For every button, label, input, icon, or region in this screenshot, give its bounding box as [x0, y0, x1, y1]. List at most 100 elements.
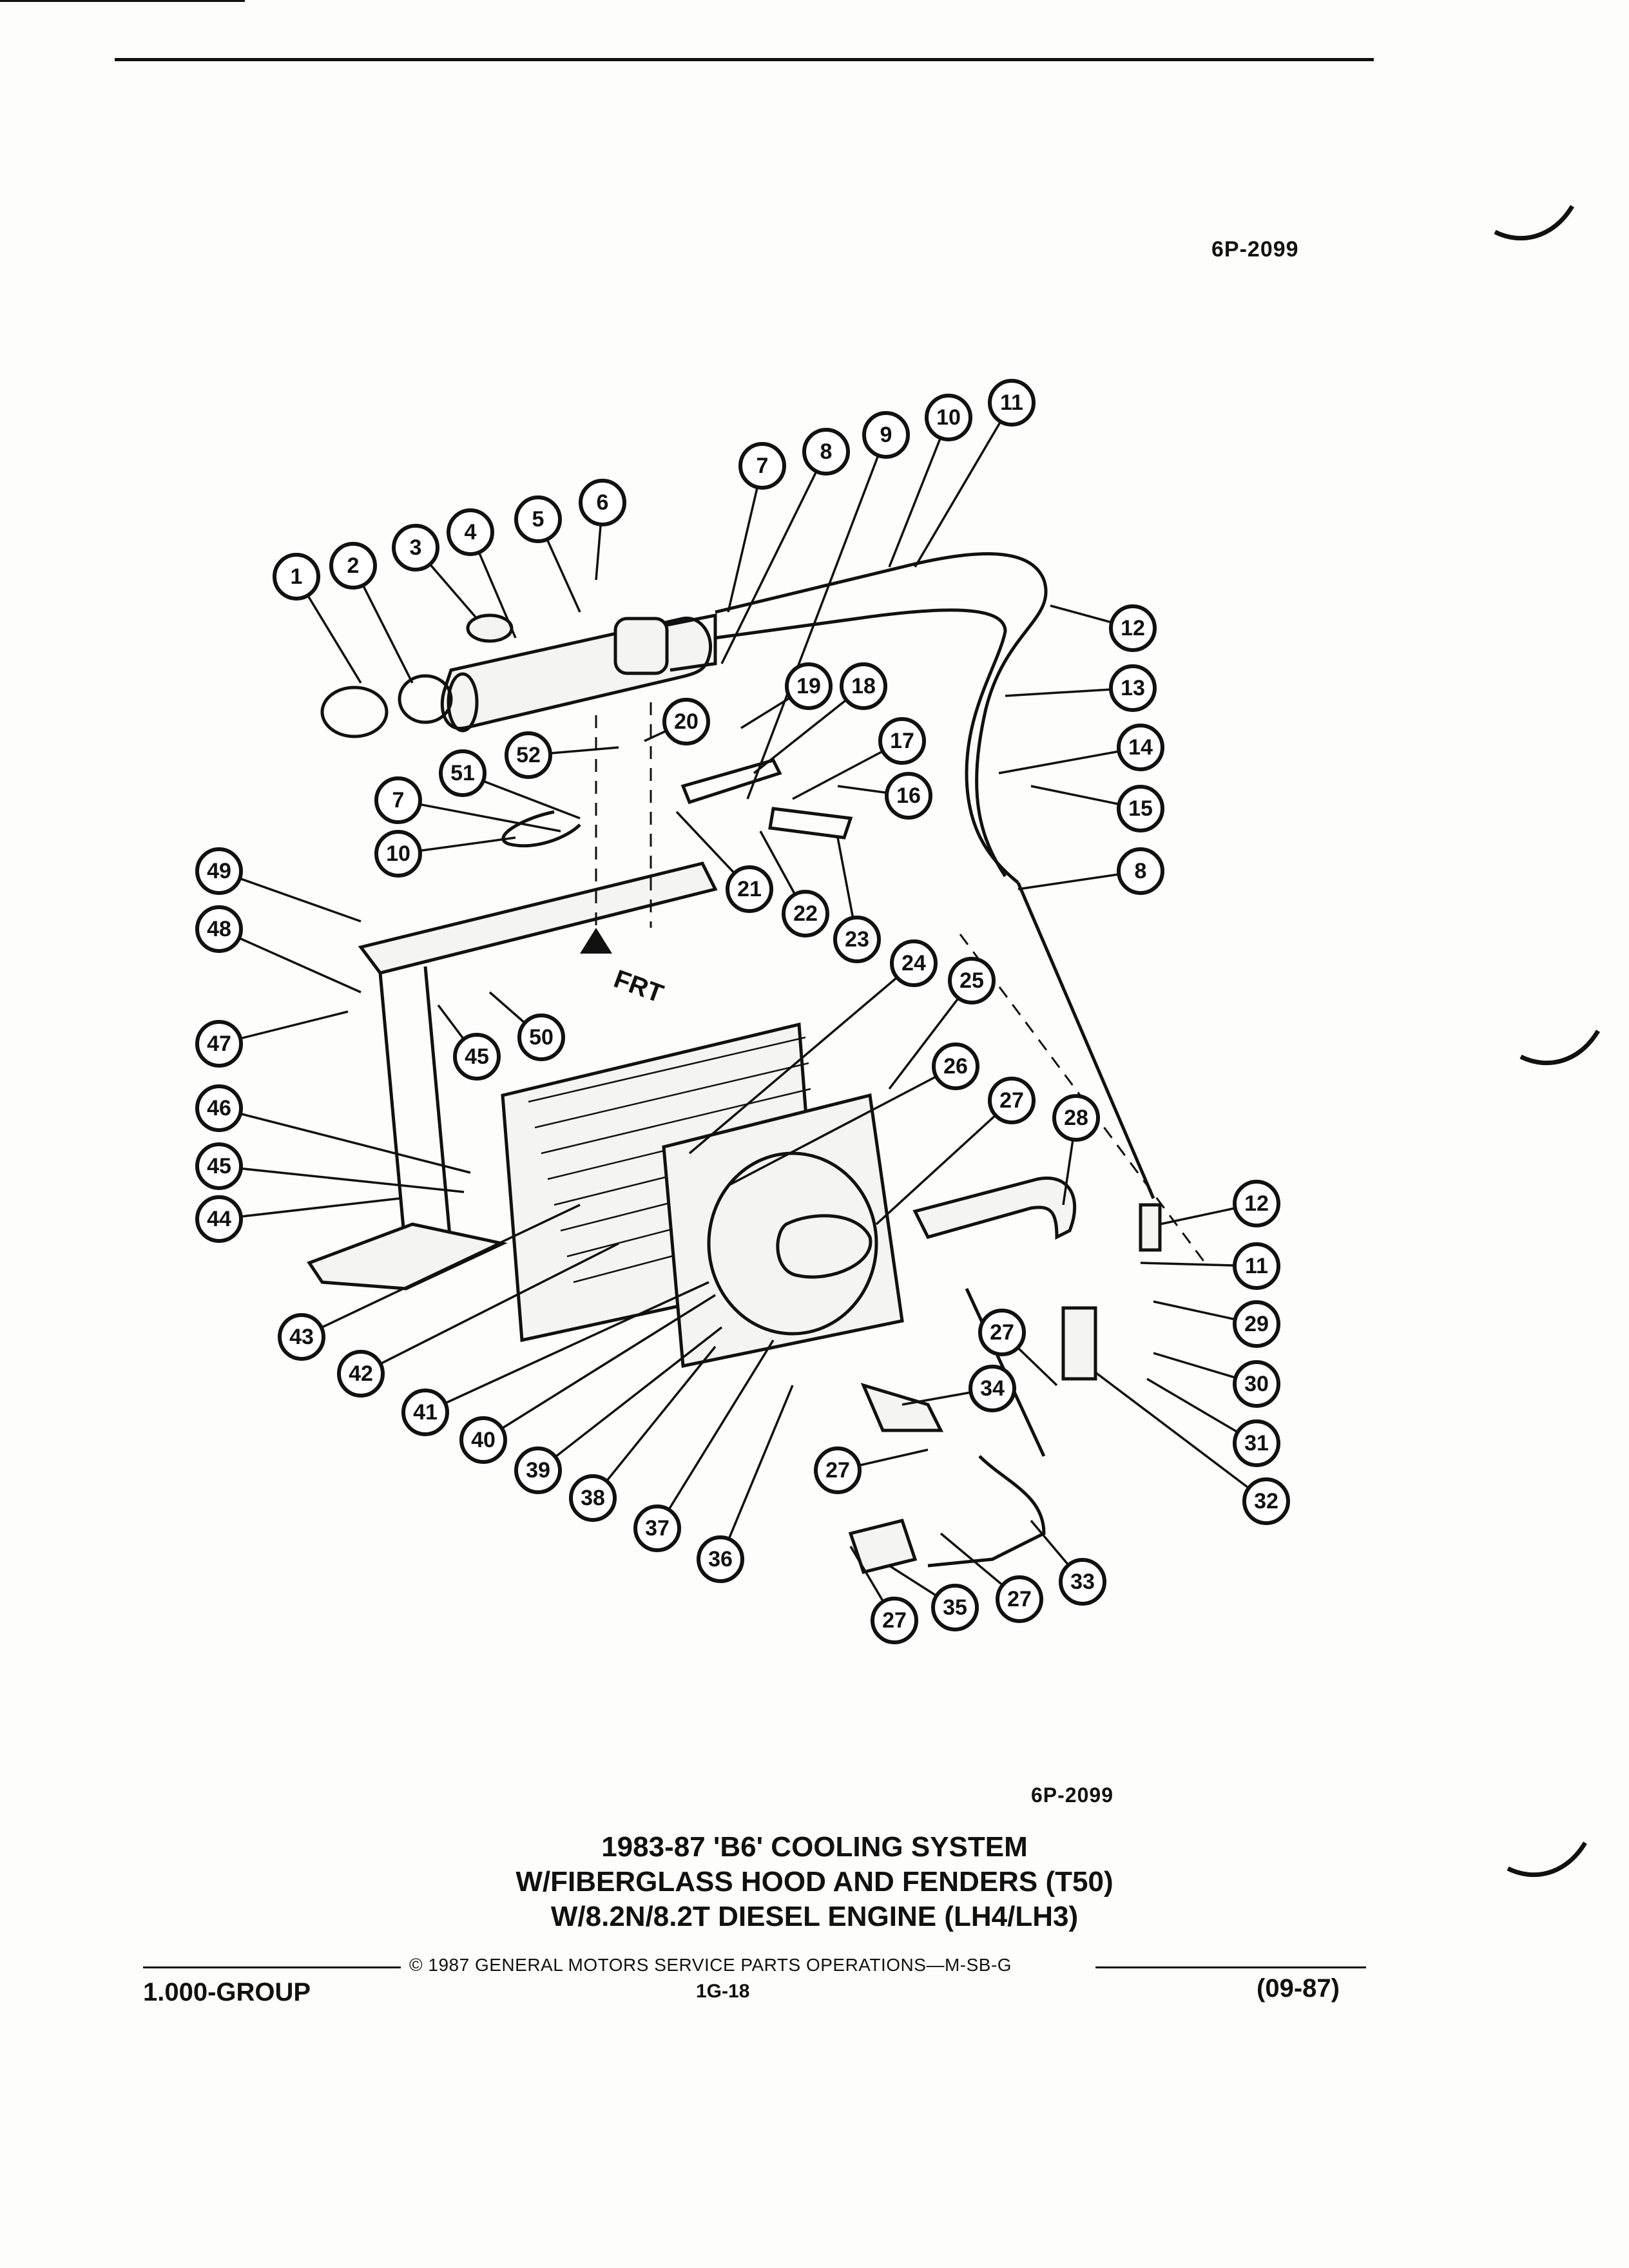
callout-29: 29 — [1233, 1300, 1280, 1348]
callout-21: 21 — [726, 865, 773, 913]
lower-hose-33 — [927, 1455, 1046, 1568]
group-label: 1.000-GROUP — [143, 1978, 311, 2006]
mount-bracket — [680, 758, 782, 805]
title-line: W/8.2N/8.2T DIESEL ENGINE (LH4/LH3) — [550, 1901, 1079, 1932]
callout-circle — [988, 1077, 1036, 1124]
callout-circle — [948, 957, 996, 1004]
callout-43: 43 — [278, 1313, 325, 1361]
callout-leader-line — [746, 434, 887, 800]
small-hose — [501, 810, 581, 848]
surge-tank-strap — [613, 617, 669, 675]
callout-number: 36 — [708, 1547, 733, 1571]
radiator-support-side — [378, 966, 453, 1257]
callout-number: 46 — [207, 1096, 231, 1120]
callout-circle — [925, 394, 972, 441]
callout-49: 49 — [195, 847, 243, 895]
callout-circle — [514, 1446, 562, 1494]
margin-mark — [1519, 1030, 1601, 1066]
callout-number: 10 — [936, 405, 961, 430]
callout-number: 43 — [289, 1325, 314, 1349]
overflow-line — [1016, 882, 1155, 1199]
hose-end — [1139, 1203, 1162, 1252]
callout-circle — [1117, 724, 1164, 771]
callout-circle — [278, 1313, 325, 1361]
callout-circle — [195, 1020, 243, 1068]
callout-24: 24 — [890, 939, 938, 987]
callout-number: 14 — [1128, 735, 1153, 760]
callout-circle — [273, 553, 320, 601]
callout-number: 4 — [465, 520, 477, 544]
callout-circle — [840, 662, 887, 710]
callout-number: 29 — [1244, 1312, 1269, 1336]
callout-number: 42 — [349, 1361, 373, 1386]
radiator-hose — [776, 1214, 872, 1279]
callout-12: 12 — [1233, 1180, 1280, 1227]
callout-number: 6 — [597, 490, 609, 515]
callout-leader-line — [218, 1107, 471, 1174]
callout-11: 11 — [988, 379, 1036, 427]
radiator-support-foot — [307, 1222, 508, 1291]
connector-tube — [1061, 1306, 1097, 1381]
callout-number: 51 — [450, 761, 475, 785]
callout-circle — [1233, 1242, 1280, 1290]
footer-rule-left — [143, 1966, 401, 1968]
callout-leader-line — [218, 870, 361, 923]
callout-leader-line — [727, 465, 764, 613]
callout-circle — [453, 1033, 501, 1081]
callout-16: 16 — [885, 772, 932, 820]
callout-circle — [697, 1535, 744, 1583]
callout-leader-line — [483, 1294, 716, 1441]
header-rule — [115, 58, 1374, 61]
short-hose-34 — [860, 1383, 944, 1432]
callout-leaders — [218, 402, 1268, 1621]
callout-number: 24 — [901, 951, 926, 975]
callout-number: 19 — [796, 674, 821, 698]
callout-number: 8 — [1135, 859, 1147, 883]
callout-leader-line — [998, 746, 1141, 774]
callout-circle — [195, 1195, 243, 1243]
callout-number: 10 — [386, 841, 410, 866]
callout-leader-line — [218, 928, 361, 994]
clamp-ring-2 — [398, 674, 453, 724]
callout-circle — [862, 411, 910, 459]
callout-circle — [931, 1584, 979, 1631]
callout-circle — [579, 479, 626, 526]
callout-number: 48 — [207, 917, 231, 941]
callout-11: 11 — [1233, 1242, 1280, 1290]
callout-circle — [978, 1309, 1026, 1356]
callout-19: 19 — [785, 662, 833, 710]
callout-27: 27 — [814, 1446, 862, 1494]
header-drawing-code: 6P-2099 — [1211, 237, 1299, 262]
callout-number: 40 — [471, 1428, 496, 1452]
callout-leader-line — [537, 1326, 723, 1472]
callout-circle — [514, 495, 562, 543]
callout-number: 31 — [1244, 1431, 1269, 1456]
callout-circle — [1242, 1477, 1290, 1525]
callout-number: 25 — [959, 968, 984, 993]
callout-7: 7 — [738, 442, 786, 490]
callout-12: 12 — [1109, 604, 1157, 652]
callout-leader-line — [720, 451, 827, 664]
callout-number: 32 — [1254, 1489, 1278, 1514]
callout-number: 49 — [207, 859, 231, 883]
callout-28: 28 — [1052, 1094, 1100, 1142]
callout-circle — [195, 1142, 243, 1190]
callout-30: 30 — [1233, 1360, 1280, 1408]
callout-13: 13 — [1109, 664, 1157, 712]
callout-number: 12 — [1121, 616, 1145, 640]
callout-number: 41 — [413, 1400, 438, 1425]
vent-hose-lower — [715, 608, 1019, 884]
callout-number: 11 — [1000, 390, 1023, 415]
callout-number: 52 — [516, 743, 541, 767]
callout-45: 45 — [195, 1142, 243, 1190]
callout-26: 26 — [932, 1043, 979, 1090]
callout-circle — [459, 1416, 507, 1464]
callout-number: 38 — [581, 1486, 605, 1510]
callout-circle — [1233, 1180, 1280, 1227]
pressure-cap — [466, 613, 514, 643]
callout-circle — [517, 1014, 565, 1061]
callout-circle — [1233, 1360, 1280, 1408]
callout-leader-line — [1094, 1371, 1268, 1503]
